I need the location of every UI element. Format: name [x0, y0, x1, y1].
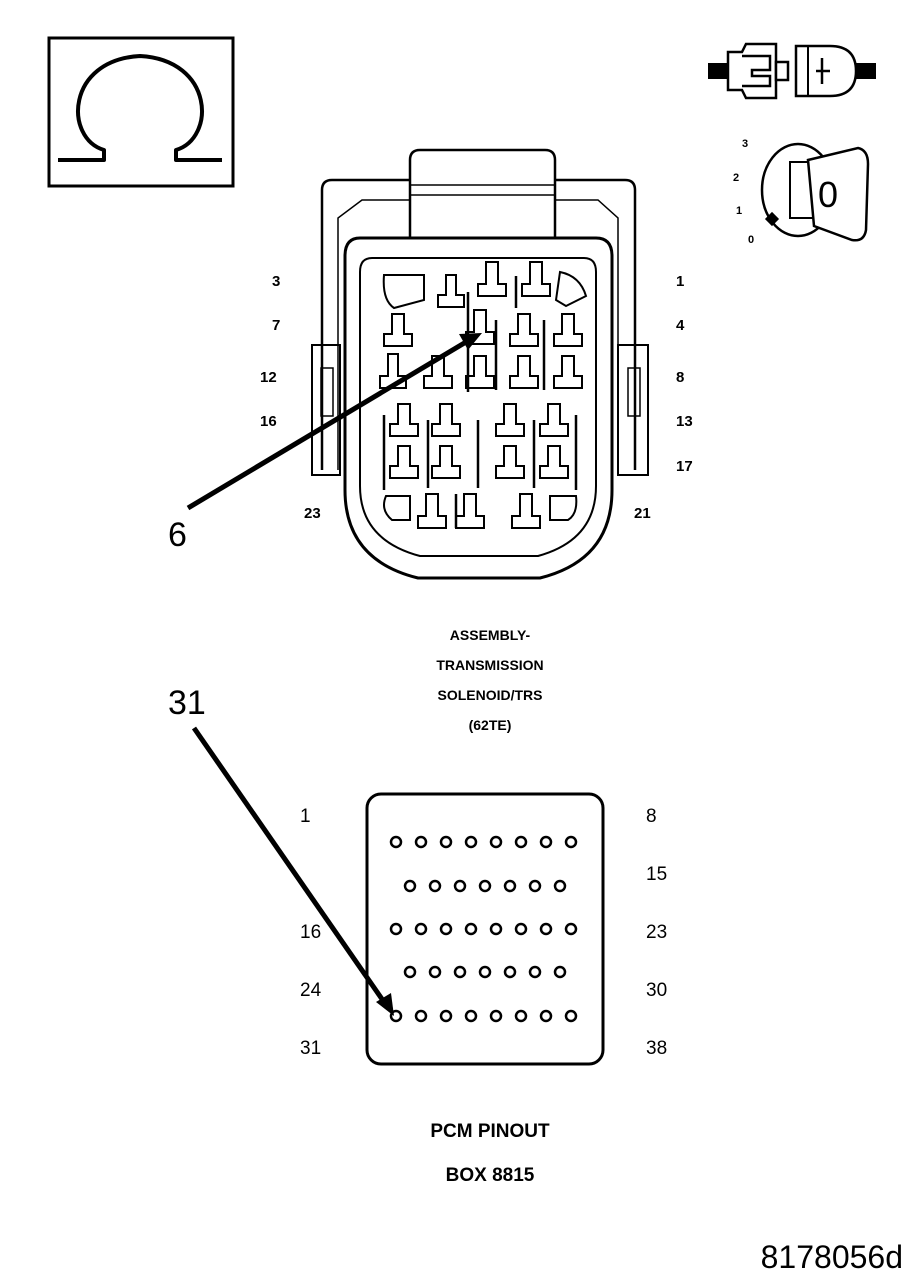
pcm-pin-hole — [564, 1009, 578, 1023]
connector-pin-label: 1 — [676, 273, 685, 290]
pcm-pin-hole — [428, 879, 442, 893]
pcm-pin-label: 38 — [646, 1038, 668, 1059]
pcm-pin-hole — [539, 835, 553, 849]
callout-number-31: 31 — [168, 684, 206, 722]
pcm-pin-hole — [528, 879, 542, 893]
pcm-pin-hole — [539, 1009, 553, 1023]
pcm-pin-hole — [514, 922, 528, 936]
ohm-icon — [47, 36, 235, 188]
pcm-pin-hole — [414, 1009, 428, 1023]
pcm-pin-hole — [389, 922, 403, 936]
callout-number-6: 6 — [168, 516, 187, 554]
pcm-pin-hole — [403, 965, 417, 979]
ignition-position-1: 1 — [736, 205, 743, 217]
pcm-caption: PCM PINOUT BOX 8815 — [330, 1110, 650, 1198]
pcm-pin-label: 15 — [646, 864, 668, 885]
connector-pin-label: 3 — [272, 273, 281, 290]
pcm-pin-hole — [464, 922, 478, 936]
pcm-pin-hole — [464, 1009, 478, 1023]
callout-arrow-31 — [191, 726, 394, 1016]
figure-id: 8178056d — [760, 1239, 903, 1275]
pcm-pin-hole — [453, 965, 467, 979]
pcm-pin-label: 24 — [300, 980, 322, 1001]
connector-pin-label: 17 — [676, 458, 693, 475]
connector-pin-label: 4 — [676, 317, 685, 334]
callout-arrow-6 — [186, 333, 482, 511]
pcm-pin-label: 23 — [646, 922, 668, 943]
pcm-pin-hole — [489, 922, 503, 936]
pcm-pin-hole — [564, 835, 578, 849]
caption-line: SOLENOID/TRS — [437, 687, 543, 703]
pcm-pin-label: 30 — [646, 980, 668, 1001]
caption-line: (62TE) — [468, 717, 512, 733]
pcm-pin-hole — [528, 965, 542, 979]
pcm-pin-hole — [489, 835, 503, 849]
pcm-pin-hole — [503, 965, 517, 979]
connector-disconnected-icon — [708, 42, 876, 100]
pcm-pin-hole — [389, 835, 403, 849]
connector-pin-label: 23 — [304, 505, 321, 522]
connector-pin-label: 16 — [260, 413, 277, 430]
pcm-pin-hole — [553, 879, 567, 893]
pcm-pin-hole — [478, 965, 492, 979]
pcm-pin-label: 16 — [300, 922, 322, 943]
ignition-key-icon — [760, 142, 870, 242]
pcm-pin-hole — [414, 922, 428, 936]
pcm-pin-hole — [489, 1009, 503, 1023]
pcm-pinout-box — [365, 792, 605, 1066]
pcm-pin-hole — [403, 879, 417, 893]
ignition-position-0: 0 — [748, 234, 755, 246]
ignition-position-2: 2 — [733, 172, 740, 184]
connector-pin-label: 21 — [634, 505, 651, 522]
ignition-key-off-label: 0 — [818, 174, 839, 215]
connector-pin-label: 8 — [676, 369, 685, 386]
caption-line: PCM PINOUT — [430, 1121, 550, 1142]
pcm-pin-hole — [464, 835, 478, 849]
ignition-position-3: 3 — [742, 138, 749, 150]
connector-pin-label: 12 — [260, 369, 277, 386]
pcm-pin-hole — [453, 879, 467, 893]
pcm-pin-label: 8 — [646, 806, 657, 827]
pcm-pin-label: 1 — [300, 806, 311, 827]
pcm-pin-hole — [553, 965, 567, 979]
pcm-pin-hole — [539, 922, 553, 936]
pcm-pin-hole — [439, 835, 453, 849]
solenoid-caption: ASSEMBLY- TRANSMISSION SOLENOID/TRS (62T… — [330, 620, 650, 740]
pcm-pin-hole — [414, 835, 428, 849]
pcm-pin-hole — [514, 1009, 528, 1023]
pcm-pin-hole — [428, 965, 442, 979]
pcm-pin-hole — [564, 922, 578, 936]
pcm-pin-hole — [478, 879, 492, 893]
caption-line: ASSEMBLY- — [449, 627, 531, 643]
pcm-pin-hole — [439, 1009, 453, 1023]
connector-pin-label: 7 — [272, 317, 281, 334]
solenoid-connector-face — [311, 148, 649, 580]
pcm-pin-hole — [514, 835, 528, 849]
connector-pin-label: 13 — [676, 413, 693, 430]
pcm-pin-hole — [503, 879, 517, 893]
pcm-pin-label: 31 — [300, 1038, 322, 1059]
caption-line: BOX 8815 — [445, 1165, 535, 1186]
pcm-pin-hole — [439, 922, 453, 936]
caption-line: TRANSMISSION — [436, 657, 544, 673]
